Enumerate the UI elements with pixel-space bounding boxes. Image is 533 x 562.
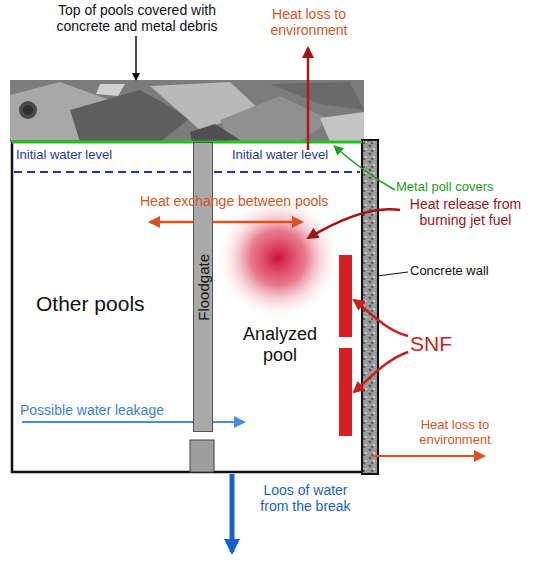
pool-label: Analyzed pool <box>230 324 330 365</box>
water-loss-label: Loos of water from the break <box>248 482 363 514</box>
heat-loss-label: Heat loss to environment <box>400 418 510 448</box>
cover-label: Metal poll covers <box>396 180 494 195</box>
node-text: Floodgate <box>195 254 212 321</box>
heat-loss-label: Heat loss to environment <box>254 6 364 38</box>
pool-label: Other pools <box>36 292 145 316</box>
wall-label: Concrete wall <box>410 264 489 279</box>
leakage-label: Possible water leakage <box>20 402 164 418</box>
debris-note: Top of pools covered with concrete and m… <box>30 2 244 34</box>
heat-exchange-label: Heat exchange between pools <box>140 193 328 209</box>
floodgate-band: Floodgate <box>193 142 213 432</box>
water-level-label: Initial water level <box>232 148 328 163</box>
water-level-label: Initial water level <box>16 148 112 163</box>
heat-release-label: Heat release from burning jet fuel <box>398 196 533 228</box>
snf-label: SNF <box>410 332 452 356</box>
